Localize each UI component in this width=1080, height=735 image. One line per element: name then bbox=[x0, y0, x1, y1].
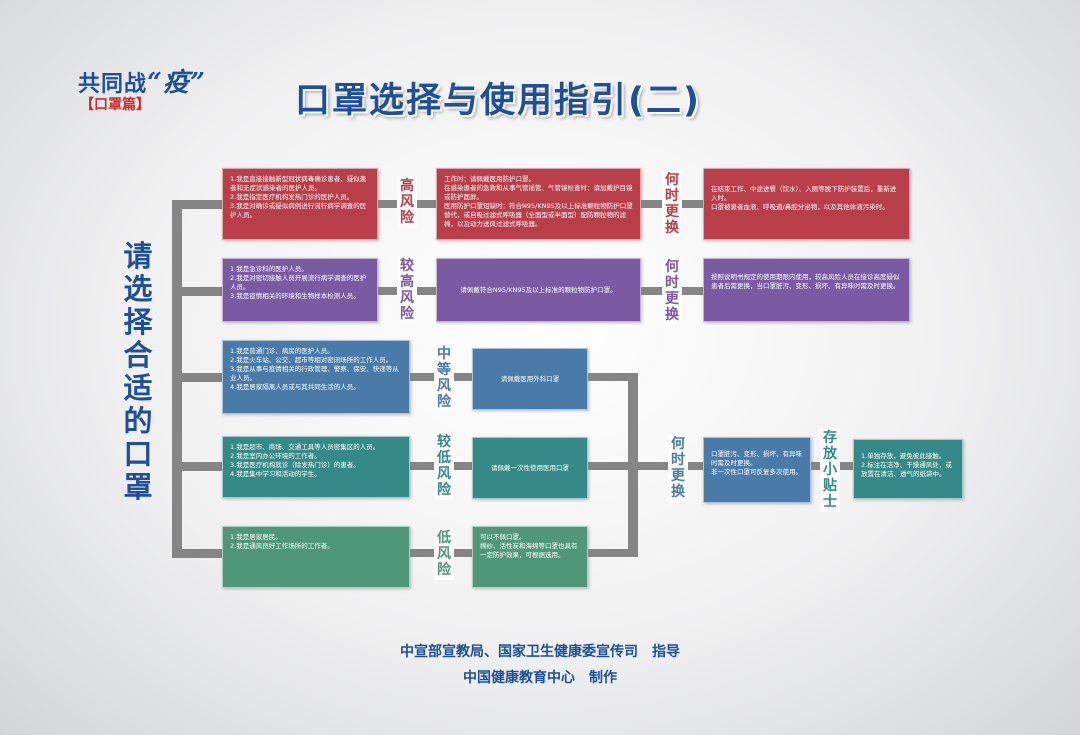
shared-when-label: 何时更换 bbox=[668, 434, 688, 502]
lower-risk-label: 较低风险 bbox=[434, 432, 454, 500]
higher-risk-people-box: 1.我是急诊科的医护人员。 2.我是对密切接触人员开展流行病学调查的医护人员。 … bbox=[222, 258, 378, 322]
logo-quote: “疫” bbox=[147, 68, 206, 98]
footer-guidance: 中宣部宣教局、国家卫生健康委宣传司 指导 bbox=[400, 644, 680, 660]
right-bracket-tick-2 bbox=[588, 462, 638, 470]
lower-risk-mask-box: 请佩戴一次性使用医用口罩 bbox=[472, 437, 588, 499]
when-item: 在结束工作、中途进餐（饮水）、入厕等脱下防护装置后，重新进入时。 bbox=[711, 185, 897, 202]
high-risk-label: 高风险 bbox=[397, 176, 417, 228]
people-item: 3.我是从事与疫情相关的行政管理、警察、保安、快递等从业人员。 bbox=[230, 365, 399, 382]
mask-item: 可以不佩口罩。 bbox=[480, 533, 526, 541]
people-item: 3.我是医疗机构就诊（除发热门诊）的患者。 bbox=[230, 461, 360, 469]
higher-risk-mask-box: 请佩戴符合N95/KN95及以上标准的颗粒物防护口罩。 bbox=[436, 258, 641, 322]
people-item: 3.我是疫情相关的环境和生物样本检测人员。 bbox=[230, 292, 360, 300]
right-bracket-tick-3 bbox=[588, 549, 638, 557]
high-risk-when-label: 何时更换 bbox=[662, 170, 682, 238]
people-item: 4.我是居家隔离人员或与其共同生活的人员。 bbox=[230, 383, 360, 391]
people-item: 2.我是对密切接触人员开展流行病学调查的医护人员。 bbox=[230, 274, 367, 291]
storage-tips-label: 存放小贴士 bbox=[820, 428, 840, 512]
bracket-tick-2 bbox=[172, 287, 222, 296]
logo-subtitle: 【口罩篇】 bbox=[80, 97, 150, 113]
page-title: 口罩选择与使用指引(二) bbox=[295, 81, 701, 121]
bracket-tick-1 bbox=[172, 200, 222, 209]
mask-item: 请佩戴符合N95/KN95及以上标准的颗粒物防护口罩。 bbox=[460, 285, 617, 294]
mask-item: 棉纱、活性炭和海绵等口罩也具有一定防护效果，可根据选用。 bbox=[480, 542, 578, 559]
people-item: 1.我是超市、商场、交通工具等人员密集区的人员。 bbox=[230, 443, 380, 451]
when-item: 非一次性口罩可反复多次使用。 bbox=[711, 468, 802, 476]
medium-risk-label: 中等风险 bbox=[434, 344, 454, 412]
high-risk-when-box: 在结束工作、中途进餐（饮水）、入厕等脱下防护装置后，重新进入时。 口罩被患者血液… bbox=[703, 168, 910, 240]
low-risk-label: 低风险 bbox=[434, 528, 454, 580]
people-item: 3.我是对确诊或疑似病例进行流行病学调查的医护人员。 bbox=[230, 202, 367, 219]
bracket-tick-5 bbox=[172, 549, 222, 558]
people-item: 1.我是居家居民。 bbox=[230, 533, 282, 541]
footer-producer: 中国健康教育中心 制作 bbox=[463, 670, 617, 686]
high-risk-mask-box: 工作时：请佩戴医用防护口罩。 在感染患者的急救和从事气管插管、气管镜检查时：请加… bbox=[436, 168, 641, 240]
medium-risk-mask-box: 请佩戴医用外科口罩 bbox=[472, 348, 588, 410]
when-item: 口罩脏污、变形、损坏、有异味时需及时更换。 bbox=[711, 450, 802, 467]
high-risk-people-box: 1.我是直接接触新型冠状病毒确诊患者、疑似患者和无症状感染者的医护人员。 2.我… bbox=[222, 168, 378, 240]
storage-item: 1.单独存放，避免彼此接触。 bbox=[861, 452, 946, 460]
logo-text: 共同战 bbox=[78, 71, 148, 97]
people-item: 2.我是指定医疗机构发热门诊的医护人员。 bbox=[230, 193, 354, 201]
mask-item: 医用防护口罩短缺时：符合N95/KN95及以上标准颗粒物防护口罩替代，或自吸过滤… bbox=[444, 202, 633, 228]
people-item: 2.我是室内办公环境的工作者。 bbox=[230, 452, 321, 460]
bracket-tick-4 bbox=[172, 462, 222, 471]
medium-risk-people-box: 1.我是普通门诊、病房的医护人员。 2.我是火车站、公交、超市等相对密闭场所的工… bbox=[222, 340, 410, 414]
shared-when-box: 口罩脏污、变形、损坏、有异味时需及时更换。 非一次性口罩可反复多次使用。 bbox=[703, 437, 811, 503]
low-risk-mask-box: 可以不佩口罩。 棉纱、活性炭和海绵等口罩也具有一定防护效果，可根据选用。 bbox=[472, 526, 588, 588]
side-label: 请选择合适的口罩 bbox=[123, 239, 153, 504]
storage-item: 2.标注在洁净、干燥通风处，或放置在清洁、透气的纸袋中。 bbox=[861, 461, 952, 478]
people-item: 1.我是直接接触新型冠状病毒确诊患者、疑似患者和无症状感染者的医护人员。 bbox=[230, 175, 367, 192]
bracket-tick-3 bbox=[172, 373, 222, 382]
right-bracket-tick-1 bbox=[588, 373, 638, 381]
mask-item: 请佩戴一次性使用医用口罩 bbox=[491, 463, 569, 472]
mask-item: 在感染患者的急救和从事气管插管、气管镜检查时：请加戴护目镜或防护面屏。 bbox=[444, 184, 633, 201]
low-risk-people-box: 1.我是居家居民。 2.我是通风良好工作场所的工作者。 bbox=[222, 526, 410, 588]
lower-risk-people-box: 1.我是超市、商场、交通工具等人员密集区的人员。 2.我是室内办公环境的工作者。… bbox=[222, 436, 410, 498]
people-item: 4.我是集中学习和活动的学生。 bbox=[230, 470, 321, 478]
when-item: 口罩被患者血液、呼吸道/鼻腔分泌物，以及其他体液污染时。 bbox=[711, 203, 889, 211]
storage-tips-box: 1.单独存放，避免彼此接触。 2.标注在洁净、干燥通风处，或放置在清洁、透气的纸… bbox=[853, 439, 963, 499]
mask-item: 工作时：请佩戴医用防护口罩。 bbox=[444, 175, 535, 183]
higher-risk-when-box: 按照说明书规定的使用期限内使用，较高风险人员在接诊高度疑似患者后需更换，当口罩脏… bbox=[703, 258, 910, 322]
campaign-logo: 共同战“疫” bbox=[78, 62, 206, 99]
higher-risk-when-label: 何时更换 bbox=[662, 257, 682, 325]
mask-item: 请佩戴医用外科口罩 bbox=[500, 374, 560, 383]
people-item: 1.我是普通门诊、病房的医护人员。 bbox=[230, 347, 334, 355]
higher-risk-label: 较高风险 bbox=[397, 256, 417, 324]
people-item: 2.我是通风良好工作场所的工作者。 bbox=[230, 542, 334, 550]
people-item: 1.我是急诊科的医护人员。 bbox=[230, 265, 308, 273]
when-item: 按照说明书规定的使用期限内使用，较高风险人员在接诊高度疑似患者后需更换，当口罩脏… bbox=[711, 273, 900, 290]
people-item: 2.我是火车站、公交、超市等相对密闭场所的工作人员。 bbox=[230, 356, 393, 364]
